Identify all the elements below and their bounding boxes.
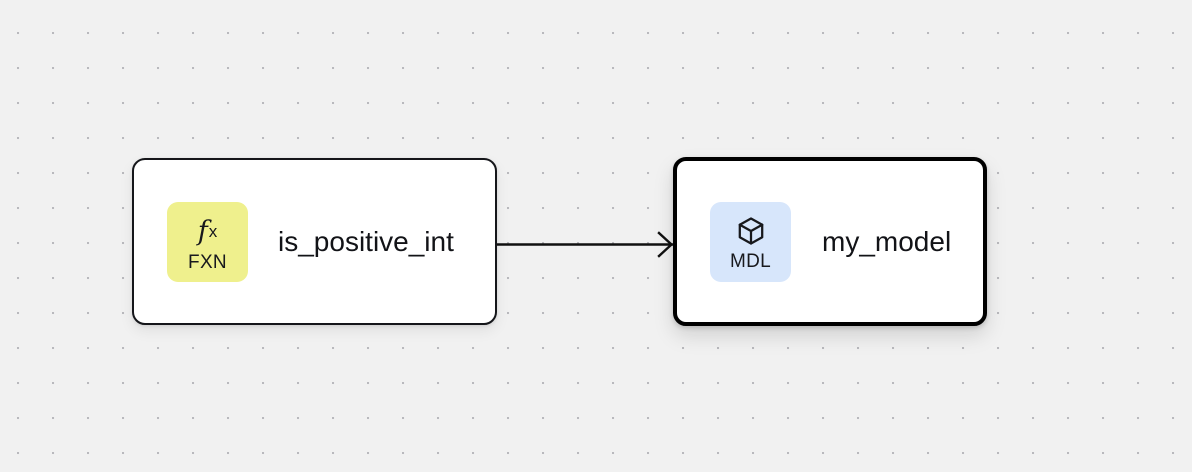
fx-glyph-x: x (208, 222, 218, 241)
edge-is_positive_int-to-my_model (497, 231, 674, 258)
node-type-badge-mdl: MDL (710, 201, 791, 282)
edge-arrowhead (657, 231, 674, 258)
node-my-model[interactable]: MDL my_model (673, 157, 987, 326)
node-type-label-fxn: FXN (188, 251, 227, 273)
cube-icon (735, 213, 767, 249)
node-title-my-model: my_model (822, 225, 952, 257)
node-type-label-mdl: MDL (729, 250, 771, 272)
fx-glyph-f: f (197, 216, 208, 247)
node-title-is-positive-int: is_positive_int (278, 225, 454, 257)
